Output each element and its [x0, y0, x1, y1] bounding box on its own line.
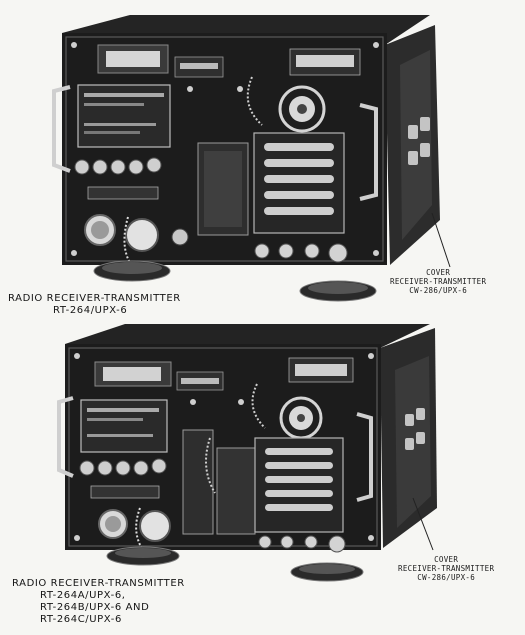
top-callout-line-2: RECEIVER-TRANSMITTER [390, 277, 487, 286]
bottom-caption-line-1: RADIO RECEIVER-TRANSMITTER [12, 578, 185, 589]
top-unit-photo [52, 15, 451, 302]
top-figure-caption: RADIO RECEIVER-TRANSMITTER RT-264/UPX-6 [8, 293, 181, 317]
bottom-unit-photo [57, 324, 437, 582]
top-caption-line-1: RADIO RECEIVER-TRANSMITTER [8, 293, 181, 304]
top-callout-line-3: CW-286/UPX-6 [409, 286, 468, 295]
bottom-cover-callout: COVER RECEIVER-TRANSMITTER CW-286/UPX-6 [398, 555, 494, 582]
bottom-figure-caption: RADIO RECEIVER-TRANSMITTER RT-264A/UPX-6… [12, 578, 185, 626]
top-cover-callout: COVER RECEIVER-TRANSMITTER CW-286/UPX-6 [390, 268, 486, 295]
bottom-caption-line-2: RT-264A/UPX-6, [40, 590, 126, 601]
top-callout-line-1: COVER [426, 268, 451, 277]
bottom-callout-line-1: COVER [434, 555, 459, 564]
bottom-callout-line-2: RECEIVER-TRANSMITTER [398, 564, 495, 573]
bottom-callout-line-3: CW-286/UPX-6 [417, 573, 476, 582]
top-caption-line-2: RT-264/UPX-6 [53, 305, 128, 316]
bottom-caption-line-4: RT-264C/UPX-6 [40, 614, 122, 625]
bottom-caption-line-3: RT-264B/UPX-6 AND [40, 602, 150, 613]
